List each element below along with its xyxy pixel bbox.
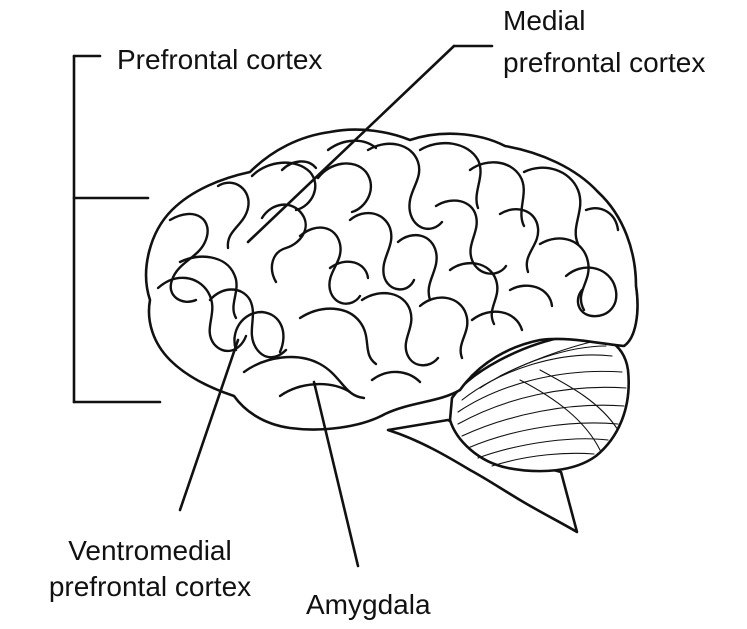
prefrontal-cortex-label: Prefrontal cortex [117,43,322,77]
medial-prefrontal-label-line1: Medial [503,4,585,38]
ventromedial-label-line1: Ventromedial [15,534,285,568]
medial-prefrontal-label-line2: prefrontal cortex [503,46,705,80]
prefrontal-bracket [74,56,160,402]
amygdala-label: Amygdala [306,588,431,622]
ventromedial-label-line2: prefrontal cortex [15,570,285,604]
